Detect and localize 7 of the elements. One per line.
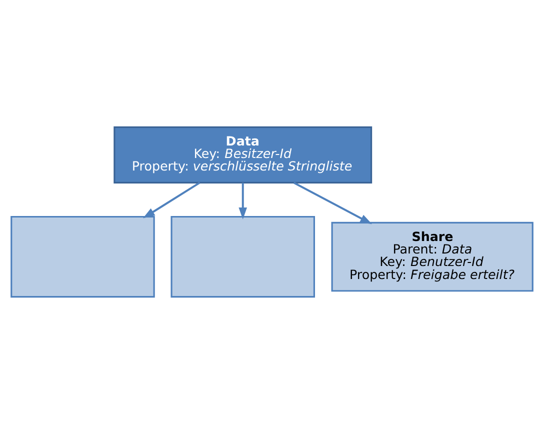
arrow [238, 182, 248, 219]
node-box [170, 215, 315, 298]
arrow [293, 181, 372, 224]
node-box: Share Parent: Data Key: Benutzer-Id Property: Freigabe erteilt? [331, 221, 534, 292]
node-box: Data Key: Besitzer-Id Property: verschlüsselte Stringliste [114, 126, 372, 183]
arrow [142, 181, 200, 218]
node-box [10, 215, 155, 298]
